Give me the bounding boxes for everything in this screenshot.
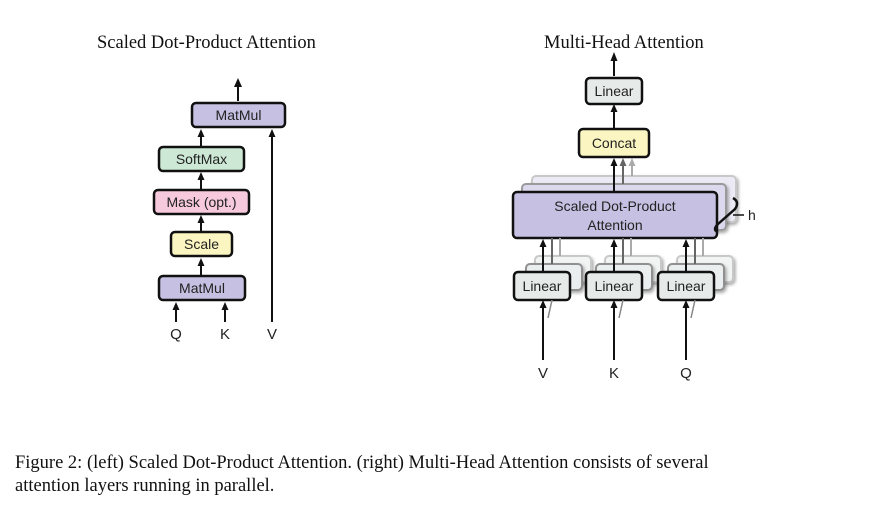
input-q-label: Q [170,326,182,343]
arrow-v-to-matmul [268,129,276,322]
heads-label: h [748,207,756,223]
arrows-attention-to-concat [610,158,636,192]
arrow-q-to-matmul [172,302,180,322]
linear-v-label: Linear [523,278,562,294]
scale-label: Scale [184,236,219,252]
arrow-matmul-to-scale [197,258,205,275]
attention-label-line2: Attention [587,217,642,233]
diagram-canvas: MatMul SoftMax Mask (opt.) Scale MatMul … [152,52,756,382]
linear-q-block: Linear [656,270,716,302]
mask-label: Mask (opt.) [166,194,236,210]
linear-k-label: Linear [595,278,634,294]
mask-block: Mask (opt.) [152,188,251,216]
right-diagram-title: Multi-Head Attention [544,33,704,53]
arrow-output [234,78,242,101]
arrows-linear-to-attention [539,238,704,272]
heads-brace: h [713,196,756,234]
matmul-bottom-block: MatMul [157,274,247,302]
scaled-dot-product-attention-block: Scaled Dot-Product Attention [511,190,719,240]
caption-line-2: attention layers running in parallel. [15,476,275,496]
scale-block: Scale [169,230,234,258]
arrow-mask-to-softmax [197,172,205,189]
concat-block: Concat [577,127,651,159]
multi-head-attention-diagram: Linear Concat Scaled Dot-Product Attenti… [511,52,756,382]
left-diagram-title: Scaled Dot-Product Attention [97,33,316,53]
matmul-top-block: MatMul [190,101,287,129]
arrows-inputs-to-linear [539,299,696,360]
linear-output-label: Linear [595,83,634,99]
caption-line-1: Figure 2: (left) Scaled Dot-Product Atte… [15,453,709,473]
linear-q-label: Linear [667,278,706,294]
input-q-label: Q [680,365,692,382]
matmul-top-label: MatMul [216,107,262,123]
linear-output-block: Linear [584,76,644,106]
arrow-scale-to-mask [197,215,205,231]
scaled-dot-product-attention-diagram: MatMul SoftMax Mask (opt.) Scale MatMul … [152,78,287,343]
input-v-label: V [538,365,548,382]
softmax-label: SoftMax [176,151,227,167]
arrow-concat-to-linear [610,104,618,128]
input-k-label: K [609,365,619,382]
matmul-bottom-label: MatMul [179,280,225,296]
linear-v-block: Linear [512,270,572,302]
arrow-softmax-to-matmul [197,129,205,146]
input-v-label: V [267,326,277,343]
figure-caption: Figure 2: (left) Scaled Dot-Product Atte… [15,452,845,498]
softmax-block: SoftMax [157,145,246,173]
input-k-label: K [220,326,230,343]
arrow-k-to-matmul [221,302,229,322]
linear-k-block: Linear [584,270,644,302]
arrow-output [610,52,618,76]
attention-label-line1: Scaled Dot-Product [554,198,676,214]
concat-label: Concat [592,135,636,151]
